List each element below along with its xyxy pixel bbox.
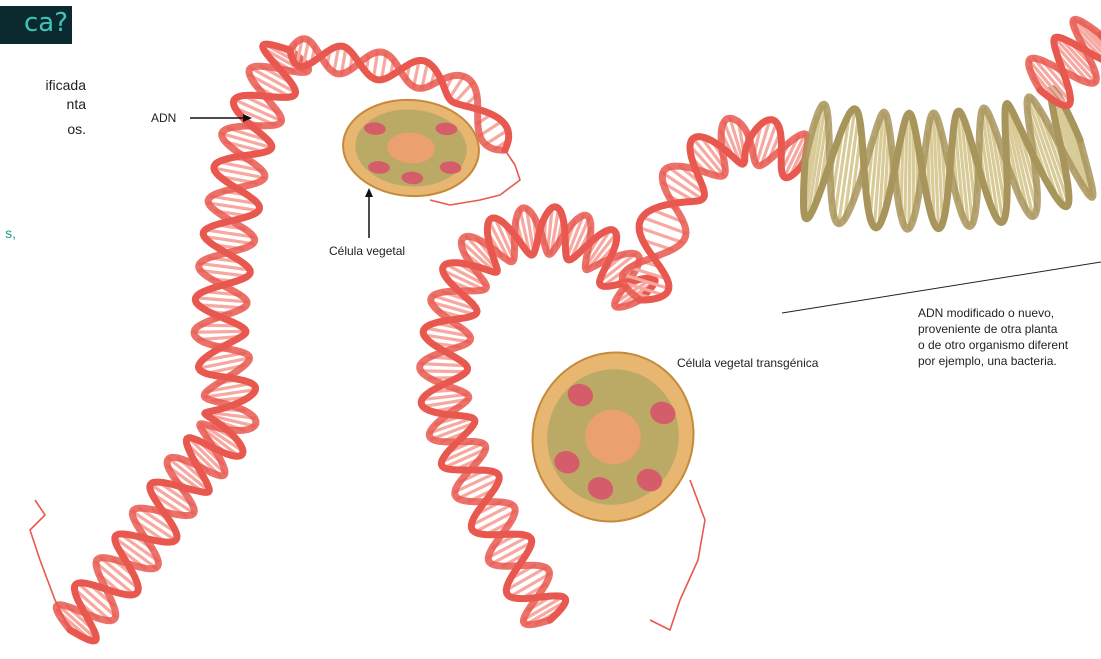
label-adn: ADN (151, 111, 176, 126)
label-celula-vegetal: Célula vegetal (329, 244, 405, 259)
native-dna-upper (622, 118, 808, 300)
plant-cell (340, 95, 482, 200)
label-adn-modificado-1: ADN modificado o nuevo, (918, 306, 1054, 321)
cells (340, 95, 716, 542)
label-adn-modificado-2: proveniente de otra planta (918, 322, 1057, 337)
native-dna-right-edge (1029, 19, 1101, 105)
base-pair-rung (194, 331, 246, 332)
base-pair-rung (421, 371, 467, 372)
native-dna-left (56, 44, 308, 641)
cell-arrow-head (365, 188, 373, 197)
base-pair-rung (480, 121, 502, 135)
base-pair-rung (909, 114, 910, 229)
label-adn-modificado-3: o de otro organismo diferent (918, 338, 1068, 353)
label-celula-transgenica: Célula vegetal transgénica (677, 356, 818, 371)
backbone-strand-a (70, 44, 296, 641)
modified-dna-segment (803, 89, 1093, 230)
backbone-strand-b (56, 50, 308, 630)
label-adn-modificado-4: por ejemplo, una bacteria. (918, 354, 1057, 369)
